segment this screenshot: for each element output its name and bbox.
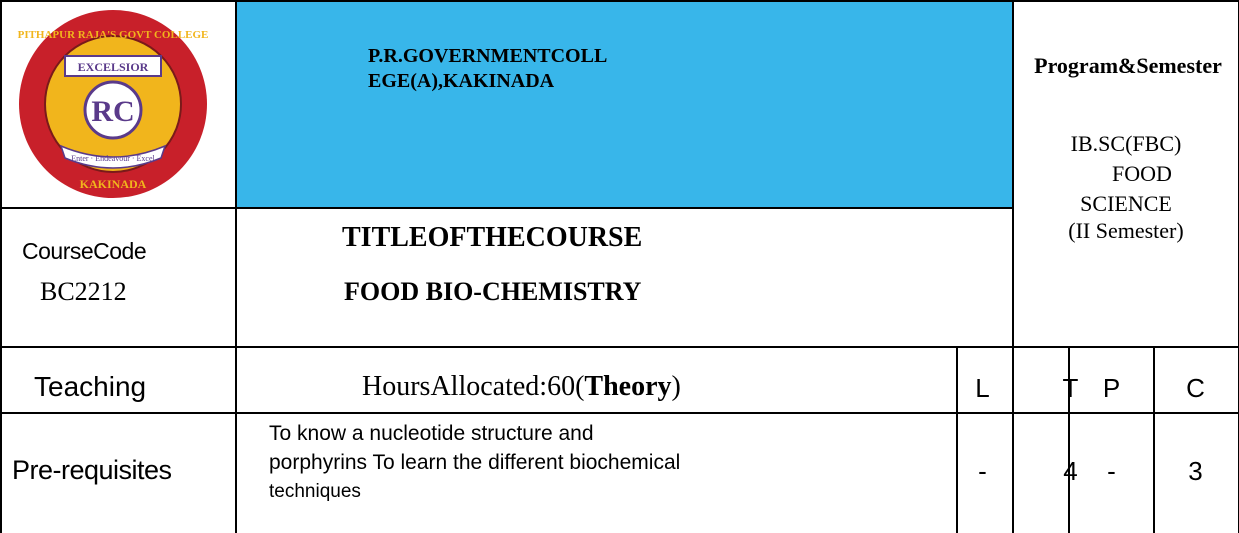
program-heading: Program&Semester (1034, 53, 1222, 78)
college-seal-logo: PITHAPUR RAJA'S GOVT COLLEGE KAKINADA EX… (18, 10, 209, 198)
prerequisites-text: To know a nucleotide structure and porph… (269, 422, 681, 502)
ltpc-header-p: P (1102, 373, 1121, 403)
college-header-cell (236, 0, 1012, 208)
ltpc-value-c: 3 (1188, 456, 1203, 486)
ltpc-value-l: - (978, 456, 987, 486)
prerequisites-label: Pre-requisites (12, 455, 172, 485)
course-code-value: BC2212 (40, 277, 127, 306)
program-line: FOOD (1112, 161, 1172, 186)
ltpc-header-t: T (1062, 373, 1079, 403)
teaching-label: Teaching (34, 371, 147, 402)
divider (0, 207, 1012, 209)
course-code-label: CourseCode (22, 238, 147, 264)
program-line: SCIENCE (1080, 191, 1172, 216)
ltpc-value-t: 4 (1063, 456, 1078, 486)
divider (1012, 0, 1014, 533)
svg-text:KAKINADA: KAKINADA (80, 177, 147, 191)
hours-allocated: HoursAllocated:60(Theory) (362, 371, 681, 402)
ltpc-header-c: C (1186, 373, 1205, 403)
svg-text:EXCELSIOR: EXCELSIOR (78, 60, 149, 74)
ltpc-header-l: L (975, 373, 990, 403)
college-name: P.R.GOVERNMENTCOLL EGE(A),KAKINADA (368, 45, 608, 92)
svg-text:PITHAPUR RAJA'S GOVT COLLEGE: PITHAPUR RAJA'S GOVT COLLEGE (18, 29, 209, 41)
program-line: (II Semester) (1068, 218, 1184, 243)
course-title-value: FOOD BIO-CHEMISTRY (344, 277, 642, 306)
ltpc-value-p: - (1107, 456, 1116, 486)
divider (0, 0, 2, 533)
divider (956, 346, 958, 533)
divider (235, 0, 237, 533)
divider (0, 412, 1239, 414)
divider (0, 0, 1239, 2)
svg-text:RC: RC (91, 95, 134, 128)
divider (1153, 346, 1155, 533)
course-title-label: TITLEOFTHECOURSE (342, 222, 643, 253)
program-line: IB.SC(FBC) (1070, 131, 1182, 156)
svg-text:Enter · Endeavour · Excel: Enter · Endeavour · Excel (71, 154, 155, 163)
divider (1068, 346, 1070, 533)
divider (0, 346, 1239, 348)
